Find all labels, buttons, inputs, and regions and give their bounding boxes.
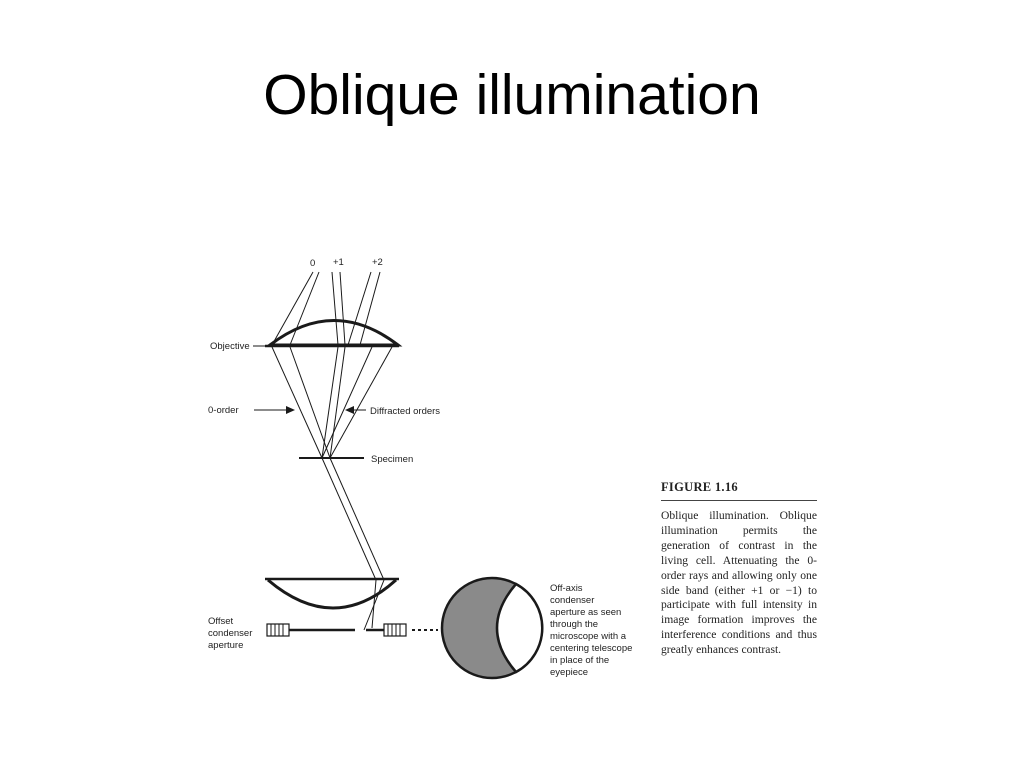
offaxis-note-4: through the bbox=[550, 619, 598, 630]
offaxis-note-6: centering telescope bbox=[550, 643, 632, 654]
offaxis-note-2: condenser bbox=[550, 595, 594, 606]
zero-order-arrowhead bbox=[286, 406, 295, 414]
offaxis-note-5: microscope with a bbox=[550, 631, 627, 642]
diffracted-arrowhead bbox=[345, 406, 354, 414]
offaxis-note-3: aperture as seen bbox=[550, 607, 621, 618]
illumination-rays bbox=[321, 457, 385, 631]
objective-lens bbox=[265, 319, 403, 347]
slide-title: Oblique illumination bbox=[263, 63, 761, 127]
offset-aperture-label-1: Offset bbox=[208, 616, 234, 627]
diffracted-rays bbox=[271, 346, 393, 459]
objective-label: Objective bbox=[210, 341, 250, 352]
offaxis-note-8: eyepiece bbox=[550, 667, 588, 678]
offset-aperture-label-2: condenser bbox=[208, 628, 252, 639]
offset-aperture-label-3: aperture bbox=[208, 640, 243, 651]
figure-caption: FIGURE 1.16 Oblique illumination. Obliqu… bbox=[661, 480, 817, 658]
offaxis-note-1: Off-axis bbox=[550, 583, 583, 594]
offaxis-note-7: in place of the bbox=[550, 655, 609, 666]
zero-order-label: 0-order bbox=[208, 405, 239, 416]
order-label-plus1: +1 bbox=[333, 257, 344, 268]
figure-caption-text: Oblique illumination. Oblique illuminati… bbox=[661, 509, 817, 657]
order-label-plus2: +2 bbox=[372, 257, 383, 268]
specimen-label: Specimen bbox=[371, 454, 413, 465]
off-axis-aperture-view bbox=[440, 576, 544, 680]
condenser-lens bbox=[267, 578, 398, 610]
order-label-0: 0 bbox=[310, 258, 315, 269]
diffracted-label: Diffracted orders bbox=[370, 406, 440, 417]
output-rays bbox=[271, 271, 381, 346]
figure-caption-heading: FIGURE 1.16 bbox=[661, 480, 817, 501]
offset-aperture bbox=[266, 623, 407, 637]
